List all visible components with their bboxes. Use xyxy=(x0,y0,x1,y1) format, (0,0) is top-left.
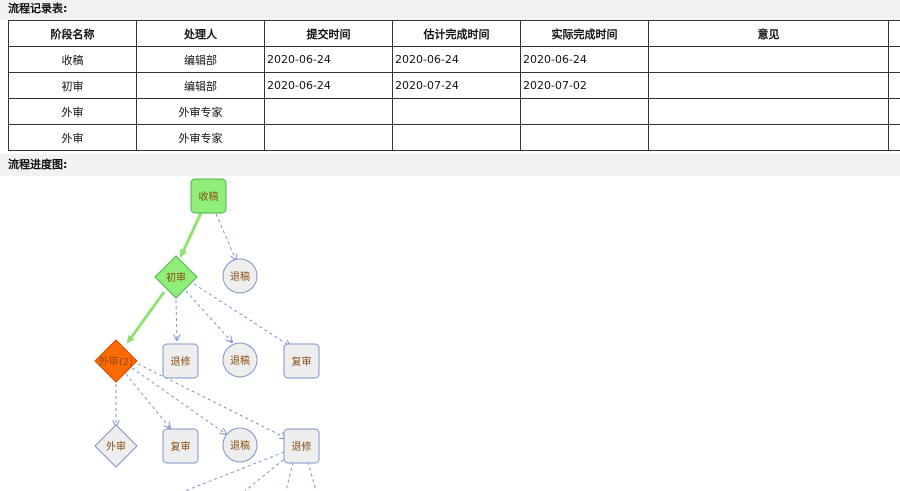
edge-revise-out-4 xyxy=(307,461,317,491)
cell-estimated-time: 2020-06-24 xyxy=(392,46,521,73)
cell-stage: 外审 xyxy=(8,124,137,151)
node-revise-1: 退修 xyxy=(162,343,199,379)
cell-opinion xyxy=(648,46,889,73)
node-re-review-1-label: 复审 xyxy=(292,355,312,368)
node-external-review-label: 外审(2) xyxy=(99,355,133,368)
header-handler: 处理人 xyxy=(136,20,265,47)
node-external-review-next: 外审 xyxy=(94,424,138,468)
flow-progress-diagram: 收稿 初审 退稿 退修 退稿 复审 外审(2) 外审 复审 退稿 退修 xyxy=(94,178,320,491)
cell-handler: 外审专家 xyxy=(136,98,265,125)
records-table: 阶段名称 处理人 提交时间 估计完成时间 实际完成时间 意见 收稿 编辑部 20… xyxy=(8,20,900,151)
cell-actual-time xyxy=(520,98,649,125)
node-reject-1-label: 退稿 xyxy=(230,270,250,283)
edge-revise-out-2 xyxy=(244,455,289,491)
header-stage-name: 阶段名称 xyxy=(8,20,137,47)
cell-stage: 收稿 xyxy=(8,46,137,73)
header-actual-time: 实际完成时间 xyxy=(520,20,649,47)
node-reject-1: 退稿 xyxy=(222,258,258,294)
records-section-title: 流程记录表: xyxy=(0,0,900,20)
cell-opinion xyxy=(648,98,889,125)
node-reject-3: 退稿 xyxy=(222,427,258,463)
edge-external-reject xyxy=(131,367,226,434)
header-estimated-time: 估计完成时间 xyxy=(392,20,521,47)
edge-first-review-external xyxy=(126,291,166,344)
edge-first-review-revise xyxy=(176,299,177,340)
cell-submit-time xyxy=(264,124,393,151)
cell-submit-time xyxy=(264,98,393,125)
cell-actual-time xyxy=(520,124,649,151)
cell-actual-time: 2020-07-02 xyxy=(520,72,649,99)
table-header-row: 阶段名称 处理人 提交时间 估计完成时间 实际完成时间 意见 xyxy=(8,20,900,47)
edge-external-re-review xyxy=(125,373,170,428)
node-external-review: 外审(2) xyxy=(94,339,138,383)
done-edges xyxy=(126,212,203,344)
cell-submit-time: 2020-06-24 xyxy=(264,46,393,73)
node-revise-2: 退修 xyxy=(283,428,320,464)
cell-submit-time: 2020-06-24 xyxy=(264,72,393,99)
node-first-review-label: 初审 xyxy=(166,271,186,284)
table-row: 收稿 编辑部 2020-06-24 2020-06-24 2020-06-24 xyxy=(8,46,900,73)
edge-first-review-re-review xyxy=(193,283,290,346)
node-receive-label: 收稿 xyxy=(199,190,219,203)
cell-estimated-time xyxy=(392,124,521,151)
header-extra xyxy=(888,20,900,47)
cell-stage: 外审 xyxy=(8,98,137,125)
node-reject-2: 退稿 xyxy=(222,342,258,378)
node-reject-2-label: 退稿 xyxy=(230,354,250,367)
edge-external-revise xyxy=(137,363,286,438)
cell-handler: 编辑部 xyxy=(136,46,265,73)
cell-actual-time: 2020-06-24 xyxy=(520,46,649,73)
cell-estimated-time xyxy=(392,98,521,125)
edge-first-review-reject xyxy=(185,290,232,342)
header-submit-time: 提交时间 xyxy=(264,20,393,47)
node-revise-2-label: 退修 xyxy=(292,440,312,453)
node-receive: 收稿 xyxy=(190,178,227,214)
cell-handler: 编辑部 xyxy=(136,72,265,99)
pending-edges xyxy=(116,213,317,491)
cell-handler: 外审专家 xyxy=(136,124,265,151)
cell-stage: 初审 xyxy=(8,72,137,99)
cell-extra xyxy=(888,98,900,125)
node-re-review-1: 复审 xyxy=(283,343,320,379)
cell-opinion xyxy=(648,72,889,99)
cell-extra xyxy=(888,46,900,73)
progress-section-title: 流程进度图: xyxy=(0,154,900,176)
cell-extra xyxy=(888,124,900,151)
cell-extra xyxy=(888,72,900,99)
node-first-review: 初审 xyxy=(154,255,198,299)
edge-receive-first-review xyxy=(179,212,203,258)
node-external-review-next-label: 外审 xyxy=(106,440,126,453)
edge-receive-reject xyxy=(215,213,236,260)
header-opinion: 意见 xyxy=(648,20,889,47)
node-revise-1-label: 退修 xyxy=(171,355,191,368)
node-reject-3-label: 退稿 xyxy=(230,439,250,452)
edge-revise-out-3 xyxy=(285,461,294,491)
node-re-review-2: 复审 xyxy=(162,428,199,464)
table-row: 外审 外审专家 xyxy=(8,124,900,151)
table-row: 初审 编辑部 2020-06-24 2020-07-24 2020-07-02 xyxy=(8,72,900,99)
cell-opinion xyxy=(648,124,889,151)
cell-estimated-time: 2020-07-24 xyxy=(392,72,521,99)
node-re-review-2-label: 复审 xyxy=(171,440,191,453)
table-row: 外审 外审专家 xyxy=(8,98,900,125)
